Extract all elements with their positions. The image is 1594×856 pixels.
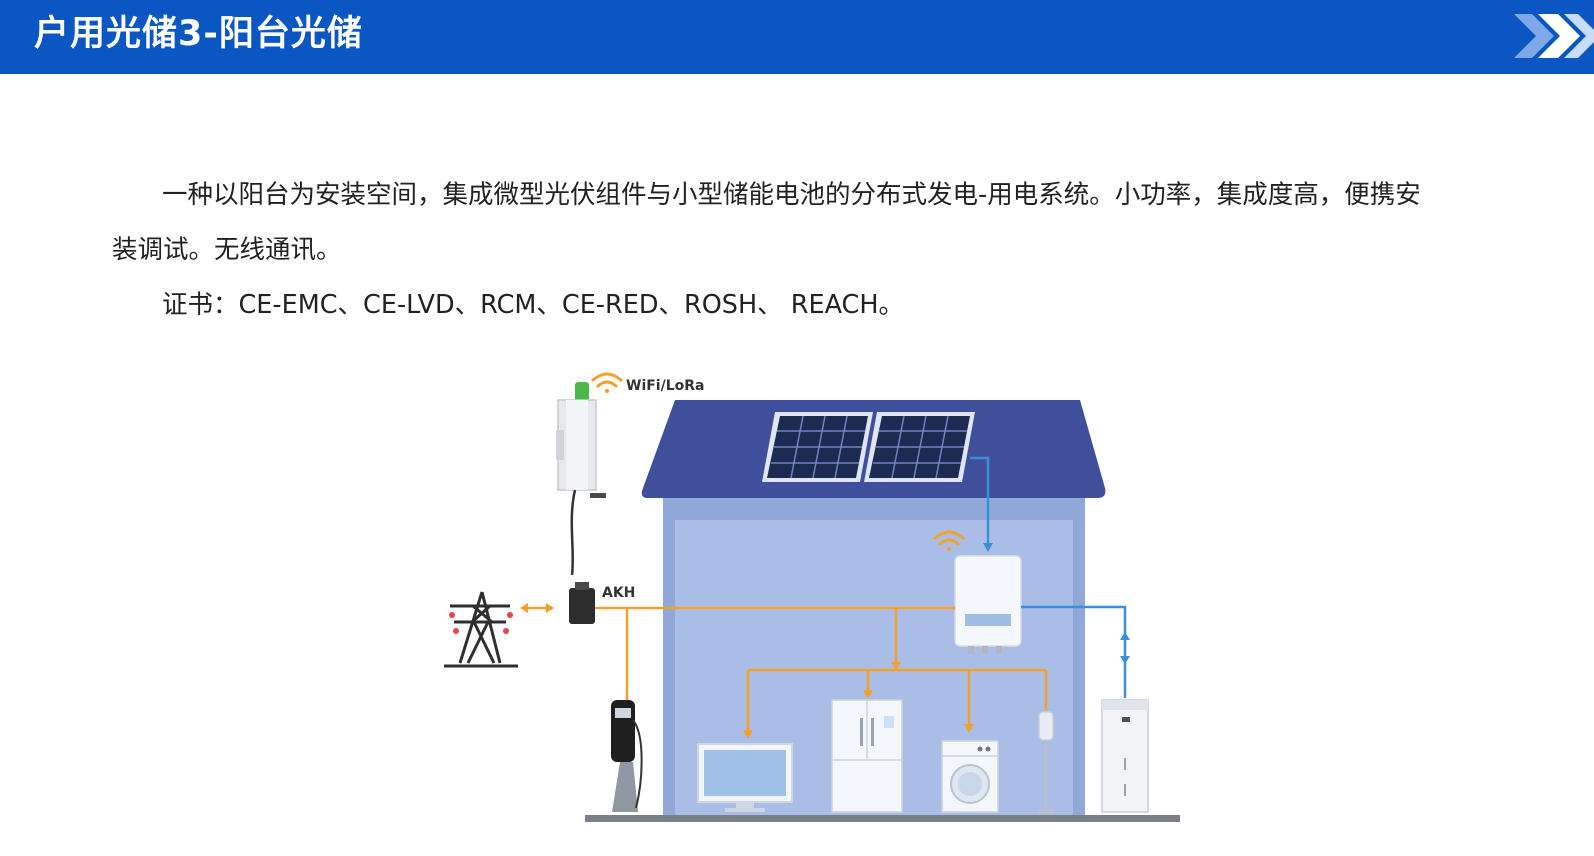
tv-icon: [697, 743, 793, 812]
current-transformer-icon: [569, 582, 595, 624]
gateway-device-icon: [556, 382, 606, 576]
wifi-label: WiFi/LoRa: [626, 378, 704, 394]
system-illustration: WiFi/LoRa AKH: [444, 372, 1180, 822]
balcony-storage-diagram: WiFi/LoRa AKH: [430, 360, 1200, 840]
meter-label: AKH: [602, 585, 635, 601]
refrigerator-icon: [831, 699, 903, 813]
chevron-right-icon: [1514, 14, 1594, 58]
power-tower-icon: [444, 591, 518, 668]
battery-line: [1021, 605, 1127, 698]
ev-charger-icon: [611, 700, 643, 812]
page-title: 户用光储3-阳台光储: [34, 14, 363, 54]
battery-icon: [1101, 699, 1149, 813]
washing-machine-icon: [941, 740, 999, 813]
certificates-paragraph: 证书：CE-EMC、CE-LVD、RCM、CE-RED、ROSH、 REACH。: [162, 290, 905, 320]
wifi-icon: [591, 372, 623, 393]
grid-arrow: [520, 603, 554, 613]
description: 一种以阳台为安装空间，集成微型光伏组件与小型储能电池的分布式发电-用电系统。小功…: [112, 168, 1442, 333]
title-bar: 户用光储3-阳台光储: [0, 0, 1594, 74]
ac-bus: [595, 606, 1048, 732]
solar-panel-icon: [762, 412, 975, 482]
description-paragraph: 一种以阳台为安装空间，集成微型光伏组件与小型储能电池的分布式发电-用电系统。小功…: [112, 180, 1421, 265]
inverter-icon: [954, 555, 1022, 654]
wifi-icon: [933, 530, 965, 551]
floor-lamp-icon: [1038, 711, 1054, 813]
ground-line: [585, 815, 1180, 822]
dc-line: [970, 456, 990, 548]
